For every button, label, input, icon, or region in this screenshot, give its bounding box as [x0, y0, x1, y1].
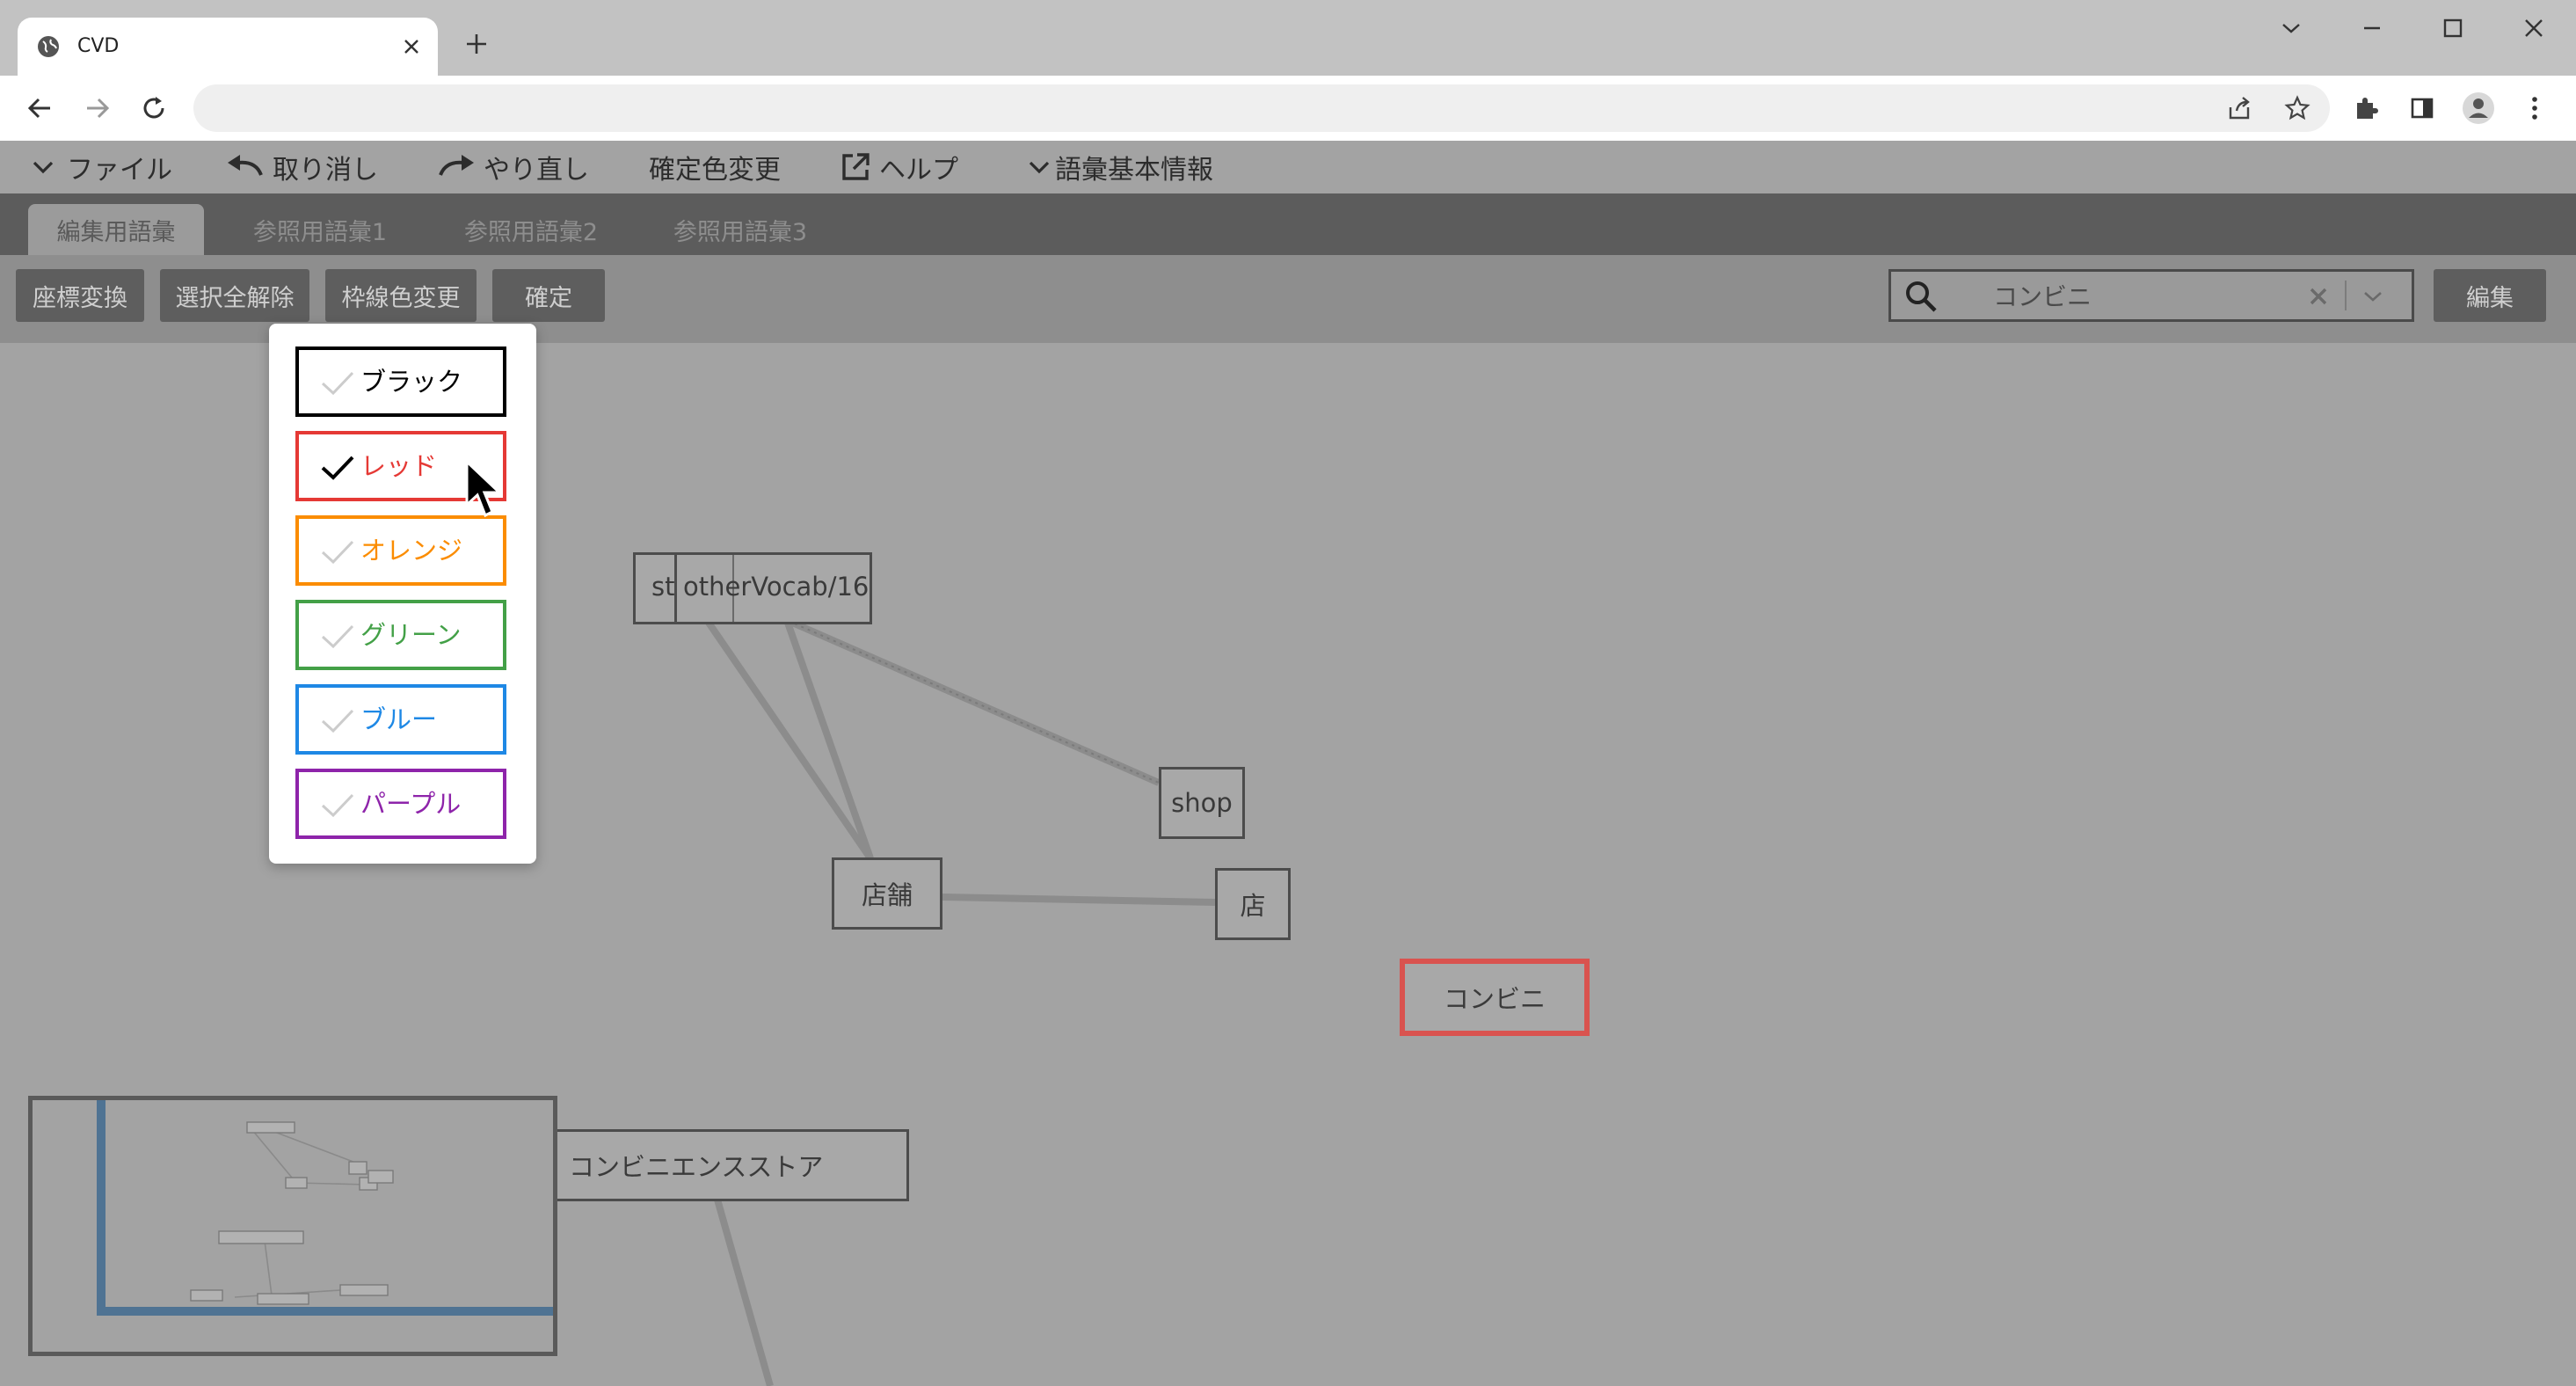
tab-ref-vocab-3[interactable]: 参照用語彙3 [673, 218, 808, 246]
node-konbini[interactable]: コンビニ [1400, 959, 1590, 1036]
tab-edit-vocab[interactable]: 編集用語彙 [28, 204, 204, 255]
node-shop[interactable]: shop [1159, 767, 1245, 839]
window-close-icon[interactable] [2514, 9, 2553, 47]
edge-konbinistore-down [714, 1198, 774, 1386]
deselect-all-button[interactable]: 選択全解除 [160, 269, 309, 322]
edit-button[interactable]: 編集 [2434, 269, 2546, 322]
omnibox[interactable] [193, 84, 2330, 132]
plus-icon[interactable] [459, 26, 494, 62]
node-st-label: st [651, 572, 675, 602]
tab-ref-vocab-2[interactable]: 参照用語彙2 [463, 218, 599, 246]
arrow-right-icon[interactable] [76, 86, 120, 130]
edge-other-tenpo [705, 620, 874, 861]
color-option-label: パープル [360, 789, 462, 819]
arrow-left-icon[interactable] [18, 86, 62, 130]
external-link-icon [839, 150, 872, 184]
check-icon [321, 624, 354, 649]
side-panel-icon[interactable] [2400, 86, 2444, 130]
color-option-blue[interactable]: ブルー [295, 684, 506, 755]
browser-tab-title: CVD [77, 35, 120, 57]
confirm-button[interactable]: 確定 [492, 269, 605, 322]
check-icon [321, 456, 354, 480]
chevron-down-icon[interactable] [2355, 279, 2390, 314]
chevron-down-icon[interactable] [2272, 9, 2310, 47]
check-icon [321, 371, 354, 396]
node-mise[interactable]: 店 [1215, 868, 1291, 940]
more-vert-icon[interactable] [2513, 86, 2557, 130]
browser-tab-bar: CVD [0, 0, 2576, 76]
menu-undo-label: 取り消し [273, 155, 378, 186]
undo-icon [225, 150, 266, 184]
menu-file[interactable]: ファイル [26, 141, 172, 193]
color-option-label: ブラック [360, 367, 463, 397]
globe-icon [35, 33, 62, 60]
redo-icon [436, 150, 477, 184]
app-menu-bar: ファイル 取り消し やり直し 確定色変更 ヘルプ 語彙基本情報 [0, 141, 2576, 193]
menu-confirm-color-label: 確定色変更 [649, 155, 781, 186]
puzzle-icon[interactable] [2344, 86, 2388, 130]
menu-vocab-info[interactable]: 語彙基本情報 [1027, 141, 1213, 193]
maximize-icon[interactable] [2434, 9, 2472, 47]
node-divider [674, 555, 677, 622]
search-input[interactable] [1993, 272, 2327, 319]
color-option-label: レッド [360, 451, 438, 481]
address-bar [0, 76, 2576, 141]
check-icon [321, 793, 354, 818]
color-option-black[interactable]: ブラック [295, 346, 506, 417]
coord-convert-button[interactable]: 座標変換 [16, 269, 144, 322]
menu-help[interactable]: ヘルプ [839, 141, 958, 193]
profile-icon[interactable] [2456, 86, 2500, 130]
url-input[interactable] [215, 84, 2175, 132]
menu-vocab-info-label: 語彙基本情報 [1055, 155, 1213, 186]
star-icon[interactable] [2281, 91, 2314, 125]
vocabulary-tabs: 編集用語彙 参照用語彙1 参照用語彙2 参照用語彙3 [0, 193, 2576, 255]
color-option-label: オレンジ [360, 536, 463, 565]
node-other-vocab-label: otherVocab/16 [683, 572, 870, 602]
minimap-viewport [97, 1100, 553, 1316]
tab-ref-vocab-1[interactable]: 参照用語彙1 [252, 218, 388, 246]
reload-icon[interactable] [132, 86, 176, 130]
minimize-icon[interactable] [2353, 9, 2391, 47]
browser-tab[interactable]: CVD [18, 18, 438, 76]
border-color-menu: ブラック レッド オレンジ グリーン ブルー パープル [269, 324, 536, 864]
color-option-orange[interactable]: オレンジ [295, 515, 506, 586]
border-color-button[interactable]: 枠線色変更 [325, 269, 477, 322]
edge-other-tenpo-2 [784, 621, 874, 860]
share-icon[interactable] [2223, 91, 2256, 125]
mouse-cursor-icon [465, 459, 503, 518]
graph-edges [705, 603, 1216, 1386]
node-divider [732, 555, 734, 622]
edge-other-shop-texture [755, 606, 1160, 784]
chevron-down-icon [26, 150, 60, 184]
color-option-purple[interactable]: パープル [295, 769, 506, 839]
search-box[interactable] [1888, 269, 2414, 322]
search-icon [1903, 279, 1939, 314]
close-icon[interactable] [397, 33, 426, 61]
minimap-overview [97, 1100, 553, 1316]
menu-file-label: ファイル [67, 155, 172, 186]
menu-help-label: ヘルプ [879, 155, 958, 186]
node-tenpo[interactable]: 店舗 [832, 857, 942, 930]
search-separator [2345, 281, 2347, 310]
color-option-green[interactable]: グリーン [295, 600, 506, 670]
menu-confirm-color[interactable]: 確定色変更 [649, 141, 781, 193]
node-other-vocab[interactable]: st otherVocab/16 [633, 552, 872, 624]
clear-icon[interactable] [2301, 279, 2336, 314]
node-konbini-store[interactable]: コンビニエンスストア [554, 1129, 909, 1201]
menu-redo[interactable]: やり直し [436, 141, 589, 193]
edge-tenpo-mise [942, 894, 1216, 906]
chevron-down-icon [1027, 150, 1052, 184]
color-option-label: ブルー [360, 704, 438, 734]
check-icon [321, 540, 354, 565]
color-option-label: グリーン [360, 620, 462, 650]
minimap[interactable] [28, 1096, 557, 1356]
menu-undo[interactable]: 取り消し [225, 141, 378, 193]
menu-redo-label: やり直し [484, 155, 589, 186]
check-icon [321, 709, 354, 733]
